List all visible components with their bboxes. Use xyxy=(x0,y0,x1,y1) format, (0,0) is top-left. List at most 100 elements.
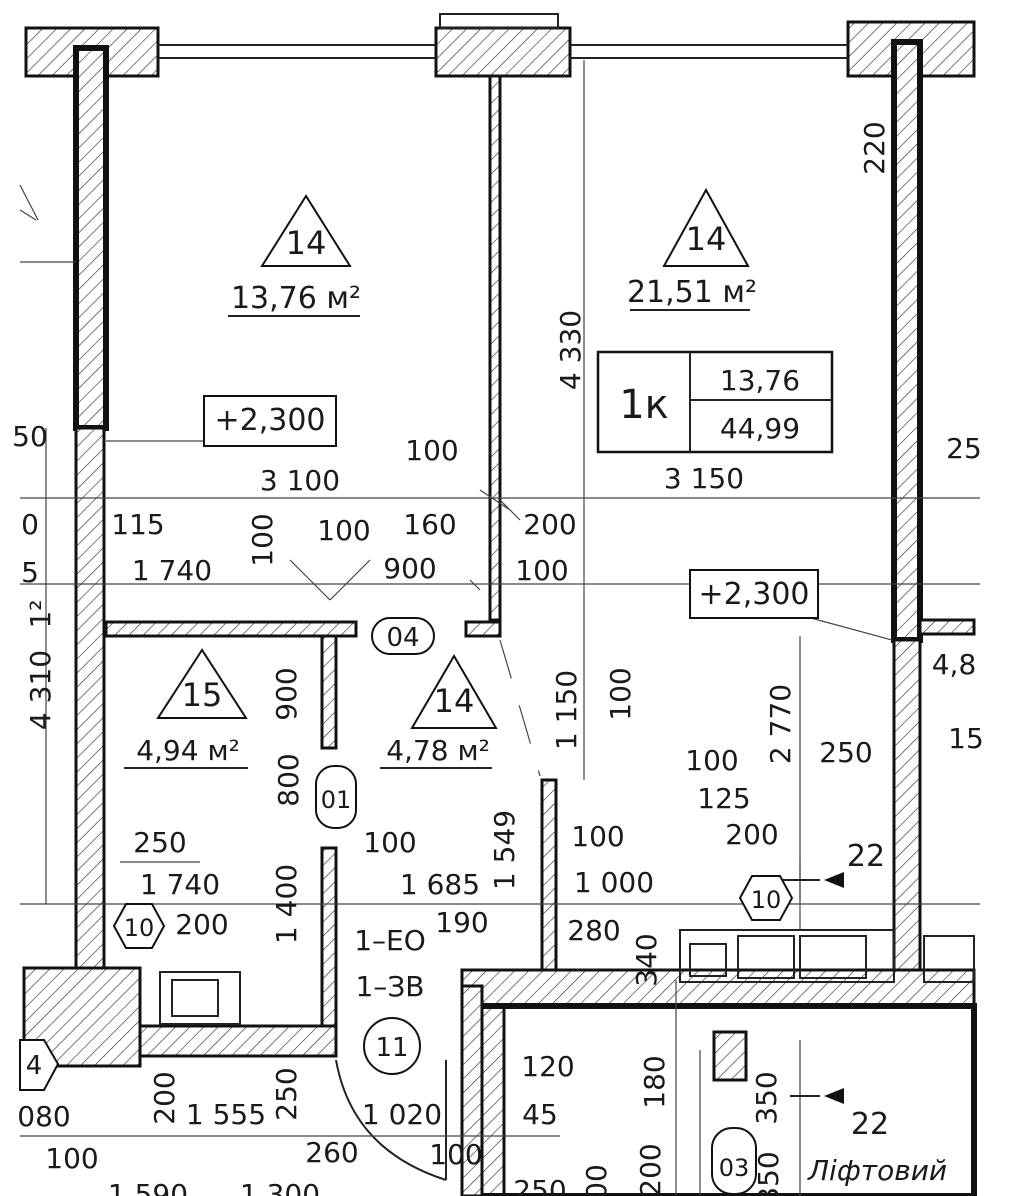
dim-220: 220 xyxy=(858,121,891,174)
svg-text:04: 04 xyxy=(386,623,419,653)
svg-text:11: 11 xyxy=(375,1033,408,1063)
section-mark-bottom: 22 xyxy=(851,1107,889,1142)
dim-125: 125 xyxy=(697,782,750,815)
dim-edge-25: 25 xyxy=(946,432,982,465)
dim-115: 115 xyxy=(111,508,164,541)
dim-100: 100 xyxy=(363,826,416,859)
dim-900: 900 xyxy=(270,667,303,720)
room-area: 21,51 м² xyxy=(627,275,757,310)
dim-4330: 4 330 xyxy=(554,310,587,390)
dim-1555: 1 555 xyxy=(186,1098,266,1131)
dim-1300: 1 300 xyxy=(240,1178,320,1196)
room-tag-2: 14 21,51 м² xyxy=(627,187,757,311)
door-tag-04: 04 xyxy=(371,617,435,655)
dim-200: 200 xyxy=(725,818,778,851)
dim-3100: 3 100 xyxy=(260,464,340,497)
dim-100: 100 xyxy=(317,514,370,547)
dim-100: 100 xyxy=(429,1138,482,1171)
door-tag-01: 01 xyxy=(315,765,357,829)
label-eo: 1–ЕО xyxy=(354,924,426,957)
dim-edge-1-2: 1² xyxy=(24,599,57,628)
dim-edge-200: 200 xyxy=(634,1143,667,1196)
room-code: 15 xyxy=(182,676,223,714)
dim-120: 120 xyxy=(521,1050,574,1083)
room-code: 14 xyxy=(686,220,727,258)
dim-1685: 1 685 xyxy=(400,868,480,901)
dim-45: 45 xyxy=(522,1098,558,1131)
dim-100: 100 xyxy=(515,554,568,587)
svg-text:10: 10 xyxy=(124,914,155,942)
svg-text:+2,300: +2,300 xyxy=(214,403,325,438)
section-mark-top: 22 xyxy=(847,839,885,874)
dim-edge-5: 5 xyxy=(21,556,39,589)
apartment-type: 1к xyxy=(619,382,669,428)
dim-3150: 3 150 xyxy=(664,462,744,495)
dim-100: 100 xyxy=(45,1142,98,1175)
dim-1000: 1 000 xyxy=(574,866,654,899)
dim-280: 280 xyxy=(567,914,620,947)
dim-edge-15: 15 xyxy=(948,722,984,755)
dim-edge-080: 080 xyxy=(17,1100,70,1133)
dim-200: 200 xyxy=(523,508,576,541)
vent-blocks xyxy=(159,929,975,1025)
dim-160: 160 xyxy=(403,508,456,541)
svg-text:+2,300: +2,300 xyxy=(698,577,809,612)
room-code: 14 xyxy=(434,682,475,720)
walls xyxy=(22,39,977,1196)
label-lift: Ліфтовий xyxy=(807,1154,947,1187)
dim-250: 250 xyxy=(270,1067,303,1120)
dim-1549: 1 549 xyxy=(488,810,521,890)
dim-1590: 1 590 xyxy=(108,1178,188,1196)
dim-1020: 1 020 xyxy=(362,1098,442,1131)
dim-100: 100 xyxy=(246,513,279,566)
equipment-tag-edge: 4 xyxy=(19,1039,60,1091)
equipment-tag-right: 10 xyxy=(738,875,794,921)
apartment-summary: 1к 13,76 44,99 xyxy=(596,350,834,454)
door-tag-03: 03 xyxy=(711,1127,757,1195)
living-area: 13,76 xyxy=(720,364,800,397)
dim-340: 340 xyxy=(630,933,663,986)
dim-900: 900 xyxy=(383,552,436,585)
dim-1740: 1 740 xyxy=(132,554,212,587)
dim-200: 200 xyxy=(175,908,228,941)
dimension-values: 220 4 330 3 100 3 150 100 115 100 100 16… xyxy=(12,121,984,1196)
dim-2770: 2 770 xyxy=(764,684,797,764)
dim-350: 350 xyxy=(750,1071,783,1124)
dim-260: 260 xyxy=(305,1136,358,1169)
room-tag-3: 15 4,94 м² xyxy=(124,648,248,769)
svg-text:10: 10 xyxy=(751,886,782,914)
dim-edge-00: 00 xyxy=(580,1164,613,1196)
svg-text:01: 01 xyxy=(321,786,352,814)
label-zv: 1–ЗВ xyxy=(356,970,425,1003)
dim-100: 100 xyxy=(685,744,738,777)
dim-1740: 1 740 xyxy=(140,868,220,901)
dim-800: 800 xyxy=(272,753,305,806)
total-area: 44,99 xyxy=(720,412,800,445)
room-tag-4: 14 4,78 м² xyxy=(380,654,498,769)
room-code: 14 xyxy=(286,224,327,262)
dim-180: 180 xyxy=(638,1055,671,1108)
svg-text:4: 4 xyxy=(26,1051,43,1081)
top-wall xyxy=(24,13,976,78)
dimension-lines xyxy=(20,60,980,1196)
level-mark-left: +2,300 xyxy=(203,395,337,447)
dim-250: 250 xyxy=(513,1174,566,1196)
room-tag-1: 14 13,76 м² xyxy=(228,194,361,317)
dim-1150: 1 150 xyxy=(550,670,583,750)
dim-350: 350 xyxy=(752,1151,785,1196)
dim-100: 100 xyxy=(405,434,458,467)
dim-250: 250 xyxy=(133,826,186,859)
dim-1400: 1 400 xyxy=(270,864,303,944)
equipment-tag-left: 10 xyxy=(112,903,166,949)
dim-190: 190 xyxy=(435,906,488,939)
dim-100: 100 xyxy=(571,820,624,853)
svg-text:03: 03 xyxy=(719,1154,750,1182)
dim-4310: 4 310 xyxy=(24,650,57,730)
door-swings xyxy=(19,184,541,1181)
level-mark-right: +2,300 xyxy=(689,569,819,619)
room-area: 4,78 м² xyxy=(386,734,490,767)
dim-200: 200 xyxy=(148,1071,181,1124)
door-tag-11: 11 xyxy=(363,1017,421,1075)
dim-100: 100 xyxy=(604,667,637,720)
